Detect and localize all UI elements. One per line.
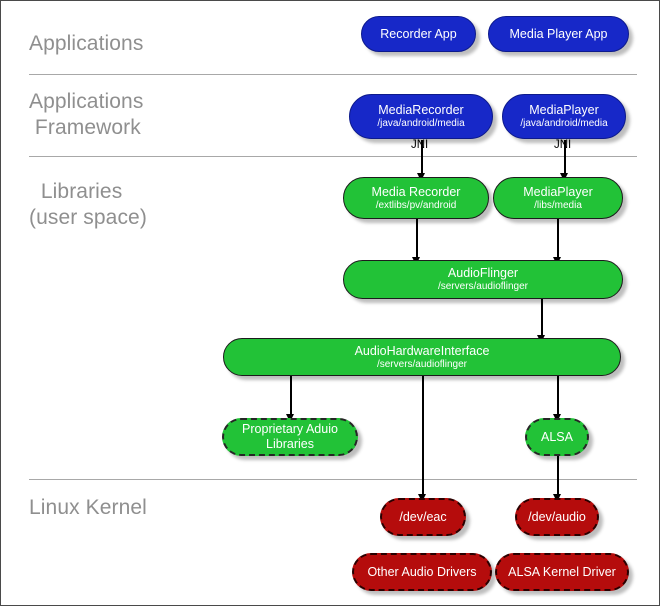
node-alsa-title: ALSA: [541, 429, 573, 444]
node-alsa[interactable]: ALSA: [525, 418, 589, 456]
connector-mediaplayer-lib-to-audioflinger: [557, 219, 559, 261]
connector-audiohardwareinterface-to-alsa: [557, 376, 559, 418]
node-dev-audio[interactable]: /dev/audio: [515, 498, 599, 536]
node-media-recorder-library-title: Media Recorder: [371, 184, 461, 199]
node-dev-eac[interactable]: /dev/eac: [380, 498, 466, 536]
layer-label-applications: Applications: [29, 32, 144, 55]
connector-audiohardwareinterface-to-proprietary-libraries: [290, 376, 292, 418]
node-mediarecorder-framework-title: MediaRecorder: [378, 103, 464, 117]
divider-linux-kernel: [29, 479, 637, 480]
node-mediaplayer-framework-title: MediaPlayer: [529, 103, 599, 117]
layer-label-libraries: Libraries (user space): [29, 180, 147, 229]
node-mediarecorder-framework-path: /java/android/media: [377, 118, 465, 129]
divider-applications-framework: [29, 156, 637, 157]
node-audiohardwareinterface[interactable]: AudioHardwareInterface /servers/audiofli…: [223, 338, 621, 376]
node-audioflinger-path: /servers/audioflinger: [437, 281, 529, 292]
node-mediaplayer-framework-path: /java/android/media: [520, 118, 608, 129]
node-audioflinger-title: AudioFlinger: [447, 266, 519, 280]
node-mediaplayer-library-title: MediaPlayer: [523, 184, 593, 199]
node-alsa-kernel-driver[interactable]: ALSA Kernel Driver: [495, 553, 629, 591]
node-audioflinger[interactable]: AudioFlinger /servers/audioflinger: [343, 260, 623, 299]
edge-label-jni-player: JNI: [554, 139, 572, 151]
node-other-audio-drivers[interactable]: Other Audio Drivers: [352, 553, 492, 591]
connector-audiohardwareinterface-to-dev-eac: [422, 376, 424, 498]
node-media-recorder-library[interactable]: Media Recorder /extlibs/pv/android: [343, 177, 489, 219]
connector-audioflinger-to-audiohardwareinterface: [541, 299, 543, 339]
node-mediaplayer-framework[interactable]: MediaPlayer /java/android/media: [502, 94, 626, 139]
node-mediarecorder-framework[interactable]: MediaRecorder /java/android/media: [349, 94, 493, 139]
connector-media-recorder-lib-to-audioflinger: [416, 219, 418, 261]
node-proprietary-audio-libraries-subtitle: Libraries: [266, 437, 314, 451]
node-mediaplayer-library[interactable]: MediaPlayer /libs/media: [493, 177, 623, 219]
node-proprietary-audio-libraries[interactable]: Proprietary Aduio Libraries: [222, 418, 358, 456]
layer-label-applications-framework: Applications Framework: [29, 90, 144, 139]
node-audiohardwareinterface-path: /servers/audioflinger: [376, 358, 468, 370]
node-recorder-app-title: Recorder App: [380, 26, 457, 41]
node-mediaplayer-library-path: /libs/media: [534, 199, 582, 211]
node-proprietary-audio-libraries-title: Proprietary Aduio: [242, 422, 338, 436]
node-recorder-app[interactable]: Recorder App: [361, 16, 476, 52]
node-dev-eac-title: /dev/eac: [399, 509, 447, 524]
node-other-audio-drivers-title: Other Audio Drivers: [367, 564, 477, 579]
connector-mediaplayer-fw-to-lib: [564, 140, 566, 177]
node-dev-audio-title: /dev/audio: [528, 509, 586, 524]
node-media-recorder-library-path: /extlibs/pv/android: [375, 199, 457, 211]
layer-label-linux-kernel: Linux Kernel: [29, 496, 147, 519]
connector-alsa-to-dev-audio: [557, 456, 559, 498]
edge-label-jni-recorder: JNI: [411, 139, 429, 151]
node-media-player-app[interactable]: Media Player App: [488, 16, 629, 52]
divider-applications: [29, 74, 637, 75]
node-audiohardwareinterface-title: AudioHardwareInterface: [354, 343, 490, 358]
node-media-player-app-title: Media Player App: [509, 26, 608, 41]
connector-mediarecorder-fw-to-lib: [421, 140, 423, 177]
node-alsa-kernel-driver-title: ALSA Kernel Driver: [508, 564, 616, 579]
